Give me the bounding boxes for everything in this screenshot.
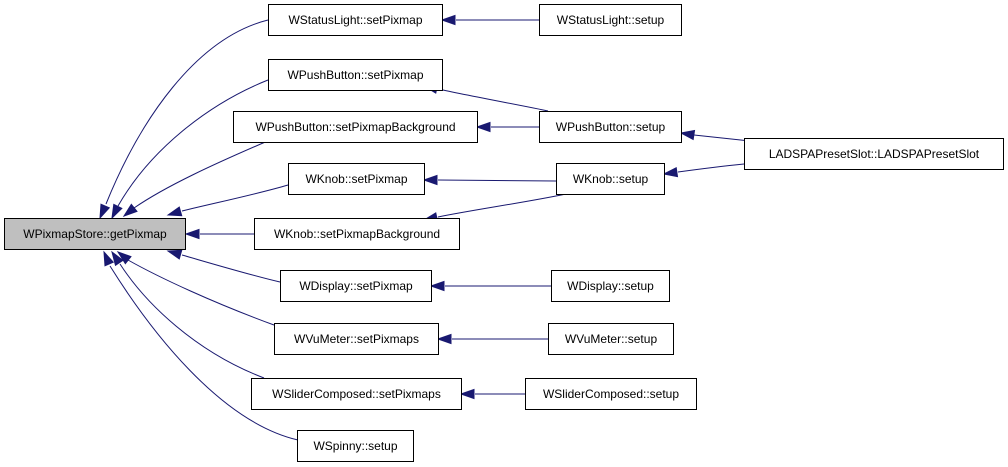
edge-pb_setup-to-pb_setPixmapBg (475, 121, 539, 133)
node-box[interactable] (551, 270, 670, 302)
node-box[interactable] (4, 218, 186, 250)
node-box[interactable] (280, 270, 432, 302)
node-label: WKnob::setup (573, 172, 649, 186)
node-label: WDisplay::setPixmap (299, 279, 413, 293)
edge-sc_setup-to-sc_setPixmaps (459, 388, 525, 400)
node-sl_setup[interactable]: WStatusLight::setup (539, 4, 682, 36)
node-kn_setPixmapBg[interactable]: WKnob::setPixmapBackground (254, 218, 460, 250)
node-box[interactable] (268, 4, 443, 36)
node-vu_setup[interactable]: WVuMeter::setup (548, 323, 674, 355)
node-label: WVuMeter::setPixmaps (294, 332, 419, 346)
node-label: WVuMeter::setup (565, 332, 658, 346)
node-box[interactable] (548, 323, 674, 355)
arrowhead (111, 250, 124, 267)
node-vu_setPixmaps[interactable]: WVuMeter::setPixmaps (274, 323, 439, 355)
edge-ds_setPixmap-to-getPixmap (166, 249, 281, 283)
edge-pb_setPixmapBg-to-getPixmap (122, 139, 271, 217)
node-label: WStatusLight::setPixmap (288, 13, 422, 27)
arrowhead (440, 14, 456, 26)
node-label: WKnob::setPixmap (305, 172, 407, 186)
arrowhead (459, 388, 475, 400)
edge-kn_setup-to-kn_setPixmapBg (422, 193, 567, 223)
edge-sp_setup-to-getPixmap (103, 250, 299, 441)
node-ds_setup[interactable]: WDisplay::setup (551, 270, 670, 302)
node-label: WSliderComposed::setPixmaps (272, 387, 441, 401)
node-label: WStatusLight::setup (557, 13, 665, 27)
node-label: WPushButton::setup (556, 120, 666, 134)
node-box[interactable] (525, 378, 697, 410)
arrowhead (166, 206, 183, 217)
node-box[interactable] (556, 163, 665, 195)
arrowhead (116, 251, 132, 265)
node-box[interactable] (539, 111, 682, 143)
arrowhead (475, 121, 491, 133)
node-label: WSliderComposed::setup (543, 387, 679, 401)
arrowhead (662, 166, 679, 178)
arrowhead (436, 333, 452, 345)
node-box[interactable] (539, 4, 682, 36)
arrowhead (103, 250, 115, 267)
edge-vu_setPixmaps-to-getPixmap (116, 251, 275, 326)
edge-ds_setup-to-ds_setPixmap (429, 280, 551, 292)
edge-sl_setup-to-sl_setPixmap (440, 14, 539, 26)
node-label: WPushButton::setPixmap (287, 68, 423, 82)
node-label: WPushButton::setPixmapBackground (255, 120, 455, 134)
node-sc_setPixmaps[interactable]: WSliderComposed::setPixmaps (251, 378, 462, 410)
node-box[interactable] (288, 163, 425, 195)
node-sl_setPixmap[interactable]: WStatusLight::setPixmap (268, 4, 443, 36)
node-box[interactable] (297, 430, 414, 462)
node-getPixmap[interactable]: WPixmapStore::getPixmap (4, 218, 186, 250)
node-kn_setPixmap[interactable]: WKnob::setPixmap (288, 163, 425, 195)
edge-ladspa-to-kn_setup (662, 163, 745, 178)
node-kn_setup[interactable]: WKnob::setup (556, 163, 665, 195)
arrowhead (679, 129, 696, 141)
node-pb_setPixmapBg[interactable]: WPushButton::setPixmapBackground (233, 111, 478, 143)
edge-kn_setPixmap-to-getPixmap (166, 184, 289, 217)
node-pb_setup[interactable]: WPushButton::setup (539, 111, 682, 143)
node-label: WDisplay::setup (567, 279, 654, 293)
node-box[interactable] (233, 111, 478, 143)
node-label: WSpinny::setup (313, 439, 397, 453)
node-box[interactable] (274, 323, 439, 355)
edge-kn_setPixmapBg-to-getPixmap (184, 228, 254, 240)
arrowhead (99, 203, 111, 220)
edge-sl_setPixmap-to-getPixmap (99, 19, 269, 220)
edge-sc_setPixmaps-to-getPixmap (111, 250, 265, 379)
node-box[interactable] (254, 218, 460, 250)
arrowhead (184, 228, 200, 240)
node-ladspa[interactable]: LADSPAPresetSlot::LADSPAPresetSlot (744, 138, 1004, 170)
edge-pb_setPixmap-to-getPixmap (111, 79, 269, 220)
node-label: WKnob::setPixmapBackground (274, 227, 440, 241)
node-box[interactable] (268, 59, 443, 91)
node-pb_setPixmap[interactable]: WPushButton::setPixmap (268, 59, 443, 91)
edge-ladspa-to-pb_setup (679, 129, 751, 142)
node-ds_setPixmap[interactable]: WDisplay::setPixmap (280, 270, 432, 302)
nodes-layer: WPixmapStore::getPixmap WStatusLight::set… (4, 4, 1004, 462)
arrowhead (429, 280, 445, 292)
arrowhead (166, 249, 183, 260)
arrowhead (122, 203, 138, 217)
arrowhead (111, 203, 123, 220)
arrowhead (422, 174, 438, 186)
node-box[interactable] (744, 138, 1004, 170)
node-sp_setup[interactable]: WSpinny::setup (297, 430, 414, 462)
edge-kn_setup-to-kn_setPixmap (422, 174, 557, 186)
node-label: LADSPAPresetSlot::LADSPAPresetSlot (769, 147, 980, 161)
node-label: WPixmapStore::getPixmap (23, 227, 167, 241)
node-sc_setup[interactable]: WSliderComposed::setup (525, 378, 697, 410)
node-box[interactable] (251, 378, 462, 410)
edge-vu_setup-to-vu_setPixmaps (436, 333, 548, 345)
